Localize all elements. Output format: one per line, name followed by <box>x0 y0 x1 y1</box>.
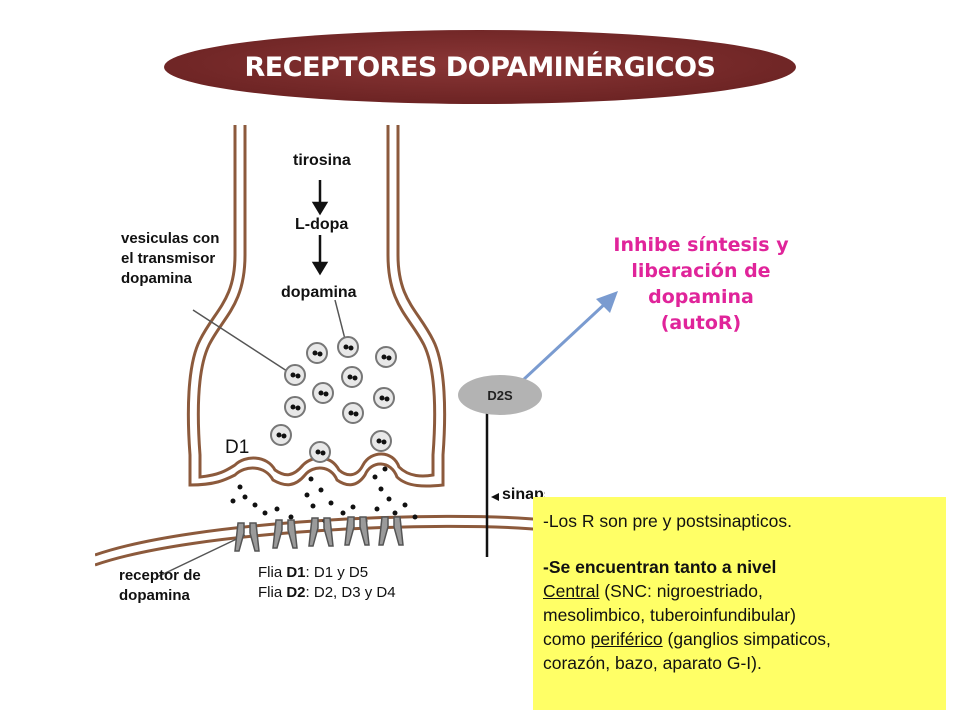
family-d2-line: Flia D2: D2, D3 y D4 <box>258 584 396 601</box>
vesicle <box>284 364 306 386</box>
dopamine-receptors <box>234 516 404 552</box>
label-vesiculas-1: vesiculas con <box>121 230 219 247</box>
vesicle <box>342 402 364 424</box>
label-vesiculas-2: el transmisor <box>121 250 215 267</box>
receptor-icon <box>344 516 370 546</box>
label-dopamina: dopamina <box>281 284 357 301</box>
presynaptic-terminal <box>186 125 447 470</box>
postsynaptic-membrane <box>95 514 545 567</box>
dopamine-molecules <box>230 466 418 524</box>
page-title: RECEPTORES DOPAMINÉRGICOS <box>244 51 716 83</box>
vesicle <box>270 424 292 446</box>
vesicle <box>284 396 306 418</box>
inhibe-line-1: Inhibe síntesis y <box>613 234 789 256</box>
info-line-1: -Los R son pre y postsinapticos. <box>543 511 793 531</box>
info-line-3: Central (SNC: nigroestriado, <box>543 581 763 601</box>
vesicle <box>370 430 392 452</box>
d2s-label: D2S <box>487 388 513 403</box>
title-banner <box>164 30 796 104</box>
inhibe-line-4: (autoR) <box>660 312 742 334</box>
info-line-6: corazón, bazo, aparato G-I). <box>543 653 762 673</box>
info-line-5: como periférico (ganglios simpaticos, <box>543 629 831 649</box>
metabolic-arrows <box>311 180 329 276</box>
inhibition-note: Inhibe síntesis y liberación de dopamina… <box>596 232 806 336</box>
vesicle <box>309 441 331 463</box>
arrow-head-icon <box>596 291 618 313</box>
vesicle <box>373 387 395 409</box>
label-vesiculas-3: dopamina <box>121 270 192 287</box>
label-tirosina: tirosina <box>293 152 351 169</box>
vesicle <box>306 342 328 364</box>
vesicle <box>375 346 397 368</box>
receptor-families: Flia D1: D1 y D5 Flia D2: D2, D3 y D4 <box>258 563 396 603</box>
synapse-diagram: tirosina L-dopa dopamina vesiculas con e… <box>95 125 545 604</box>
synapse-arrow-icon <box>491 493 499 501</box>
inhibe-line-2: liberación de <box>631 260 771 282</box>
autoreceptor-arrow <box>520 291 618 383</box>
label-receptor-2: dopamina <box>119 587 190 604</box>
family-d1-line: Flia D1: D1 y D5 <box>258 564 369 581</box>
receptor-icon <box>308 517 334 547</box>
receptor-icon <box>234 522 260 552</box>
vesicle <box>341 366 363 388</box>
receptor-icon <box>272 519 298 549</box>
d2s-receptor: D2S <box>458 375 542 415</box>
vesicle <box>337 336 359 358</box>
label-receptor-1: receptor de <box>119 567 201 584</box>
label-ldopa: L-dopa <box>295 216 348 233</box>
info-line-2: -Se encuentran tanto a nivel <box>543 557 777 577</box>
info-box: -Los R son pre y postsinapticos. -Se enc… <box>533 497 946 710</box>
vesicles <box>270 336 397 463</box>
info-line-4: mesolimbico, tuberoinfundibular) <box>543 605 796 625</box>
receptor-icon <box>378 516 404 546</box>
vesicle <box>312 382 334 404</box>
inhibe-line-3: dopamina <box>648 286 754 308</box>
d1-label: D1 <box>225 437 250 458</box>
